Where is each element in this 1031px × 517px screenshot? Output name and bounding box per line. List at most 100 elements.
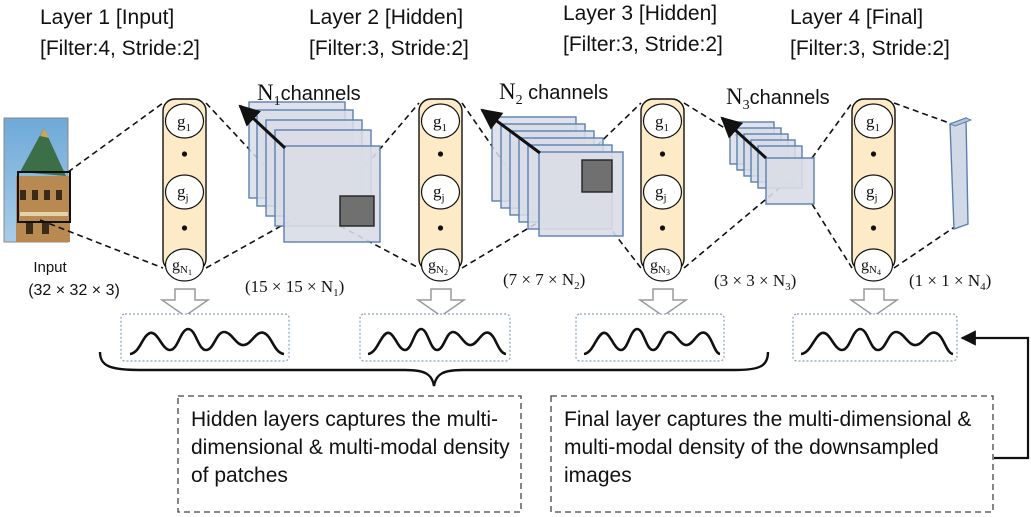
gmm-unit-4-bot-sub: N xyxy=(869,264,877,276)
stack-depth-arrow-3 xyxy=(720,116,768,160)
gmm-unit-4-bot-node xyxy=(853,248,894,282)
gmm-unit-4-bot-label: g xyxy=(861,257,869,274)
feature-map-stack-1 xyxy=(238,101,381,243)
gmm-unit-3-mid-label: g xyxy=(655,182,664,201)
gmm-unit-1: g1 gj gN1 xyxy=(162,98,207,282)
input-image xyxy=(3,117,71,243)
gmm-unit-2-top-sub: 1 xyxy=(442,122,448,134)
input-dims: (32 × 32 × 3) xyxy=(28,282,120,299)
density-curve-1 xyxy=(129,327,285,356)
svg-text:gj: gj xyxy=(655,182,667,204)
svg-text:gN4: gN4 xyxy=(861,257,881,277)
gmm-unit-3-top-label: g xyxy=(655,112,664,131)
gmm-unit-3: g1 gj gN3 xyxy=(640,98,685,282)
gmm-unit-1-top-node xyxy=(164,103,205,139)
fmap-1-dims-pre: (15 × 15 × N xyxy=(245,277,333,296)
gmm-unit-3-mid-node xyxy=(642,174,683,210)
down-arrow-2 xyxy=(415,288,467,317)
fmap-4-dims-post: ) xyxy=(986,271,992,290)
feature-map-stack-2 xyxy=(480,108,624,237)
gmm-unit-1-mid-sub: j xyxy=(185,192,189,204)
gmm-unit-4-top-sub: 1 xyxy=(875,122,881,134)
layer-1-header: Layer 1 [Input] [Filter:4, Stride:2] xyxy=(40,2,200,64)
fmap-2-channels-sub: 2 xyxy=(516,93,523,108)
gmm-unit-4-mid-label: g xyxy=(866,182,875,201)
gmm-unit-2-top-node xyxy=(420,103,461,139)
gmm-unit-2-bot-subsub: 2 xyxy=(444,268,448,277)
density-curve-2 xyxy=(367,327,507,356)
gmm-unit-1-bot-label: g xyxy=(172,257,180,274)
fmap-4-dims-pre: (1 × 1 × N xyxy=(909,271,980,290)
fmap-1-channels-word: channels xyxy=(281,83,361,105)
gmm-unit-1-top-label: g xyxy=(177,112,186,131)
feature-map-stack-3 xyxy=(720,116,815,205)
fmap-3-channels-sub: 3 xyxy=(743,98,750,113)
svg-text:(1 × 1 × N4): (1 × 1 × N4) xyxy=(909,271,991,293)
fmap-2-dims-post: ) xyxy=(580,270,586,289)
fmap-2-channels-word: channels xyxy=(523,82,609,104)
density-plots xyxy=(120,313,958,362)
gmm-unit-3-top-sub: 1 xyxy=(664,122,670,134)
svg-text:(7 × 7 × N2): (7 × 7 × N2) xyxy=(503,270,585,292)
svg-text:g1: g1 xyxy=(177,112,191,134)
final-layer-note: Final layer captures the multi-dimension… xyxy=(564,408,972,487)
density-box-2 xyxy=(359,313,511,362)
down-arrow-1 xyxy=(159,288,211,317)
gmm-unit-3-top-node xyxy=(642,103,683,139)
fmap-3-dims-post: ) xyxy=(791,271,797,290)
input-label: Input xyxy=(33,259,67,276)
gmm-unit-3-mid-sub: j xyxy=(663,192,667,204)
gmm-unit-2-mid-node xyxy=(420,174,461,210)
layer-4-header: Layer 4 [Final] [Filter:3, Stride:2] xyxy=(790,2,950,64)
down-arrows xyxy=(159,288,900,317)
density-box-3 xyxy=(575,313,725,362)
svg-text:N2 channels: N2 channels xyxy=(499,79,608,108)
svg-text:(15 × 15 × N1): (15 × 15 × N1) xyxy=(245,277,344,299)
fmap-3-channels-word: channels xyxy=(750,87,830,109)
hidden-note-box xyxy=(177,395,522,513)
layer-3-header: Layer 3 [Hidden] [Filter:3, Stride:2] xyxy=(563,0,723,60)
svg-text:gj: gj xyxy=(433,182,445,204)
stack-depth-arrow-2 xyxy=(480,108,541,155)
density-box-4 xyxy=(792,313,958,362)
layer-4-params: [Filter:3, Stride:2] xyxy=(790,37,950,60)
gmm-unit-1-mid-label: g xyxy=(177,182,186,201)
gmm-unit-1-bot-sub: N xyxy=(180,264,188,276)
fmap-1-dims-sub: 1 xyxy=(333,287,339,299)
svg-text:g1: g1 xyxy=(655,112,669,134)
gmm-unit-1-bot-subsub: 1 xyxy=(188,268,192,277)
layer-2-title: Layer 2 [Hidden] xyxy=(309,6,464,29)
fmap-2-channels-N: N xyxy=(499,79,516,104)
svg-text:N3channels: N3channels xyxy=(726,84,830,113)
gmm-unit-4-mid-sub: j xyxy=(874,192,878,204)
fmap-3-channels-N: N xyxy=(726,84,743,109)
layer-3-params: [Filter:3, Stride:2] xyxy=(563,33,723,56)
patch-square-1 xyxy=(339,195,375,227)
density-box-1 xyxy=(120,313,290,362)
gmm-unit-2-mid-label: g xyxy=(433,182,442,201)
gmm-unit-4: g1 gj gN4 xyxy=(851,98,896,282)
svg-text:N1channels: N1channels xyxy=(257,80,361,109)
layer-1-params: [Filter:4, Stride:2] xyxy=(40,37,200,60)
svg-text:g1: g1 xyxy=(433,112,447,134)
fmap-2-dims-sub: 2 xyxy=(574,280,580,292)
gmm-unit-1-mid-node xyxy=(164,174,205,210)
gmm-unit-3-bot-subsub: 3 xyxy=(666,268,670,277)
gmm-unit-2: g1 gj gN2 xyxy=(418,98,463,282)
hidden-layers-note: Hidden layers captures the multi-dimensi… xyxy=(191,408,510,487)
fmap-3-dims-pre: (3 × 3 × N xyxy=(714,271,785,290)
svg-text:gj: gj xyxy=(177,182,189,204)
gmm-unit-3-bot-sub: N xyxy=(658,264,666,276)
layer-3-title: Layer 3 [Hidden] xyxy=(563,2,718,25)
gmm-unit-2-top-label: g xyxy=(433,112,442,131)
gmm-unit-2-bot-node xyxy=(420,248,461,282)
gmm-unit-2-mid-sub: j xyxy=(441,192,445,204)
fmap-1-channels-sub: 1 xyxy=(274,94,281,109)
curly-brace xyxy=(98,351,770,387)
svg-text:g1: g1 xyxy=(866,112,880,134)
feedback-arrow xyxy=(960,330,1030,460)
gmm-unit-3-bot-label: g xyxy=(650,257,658,274)
fmap-2-dims-pre: (7 × 7 × N xyxy=(503,270,574,289)
fmap-4-dims-sub: 4 xyxy=(980,281,986,293)
